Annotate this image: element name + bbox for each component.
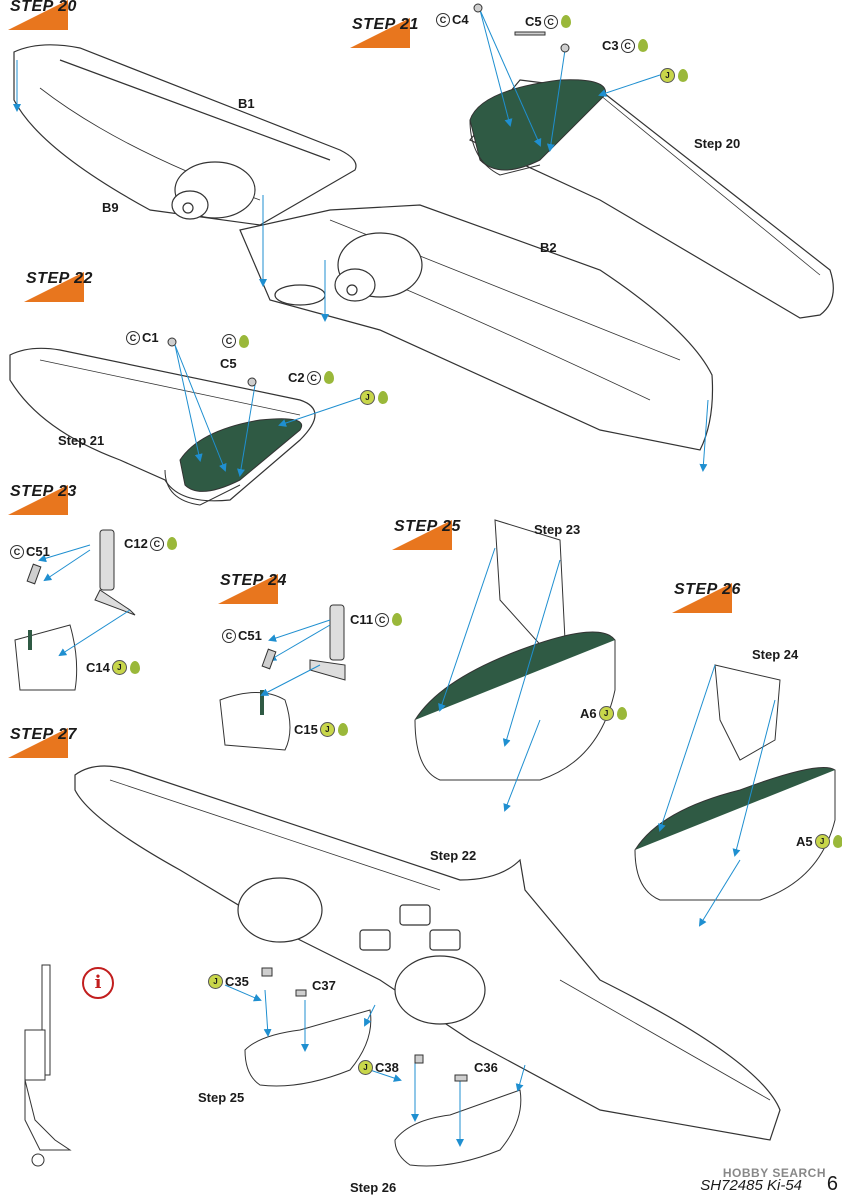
- step-ref-20: Step 20: [694, 136, 741, 151]
- paint-j-step22: J: [360, 390, 388, 405]
- footer-code: SH72485 Ki-54: [700, 1177, 802, 1194]
- paint-drop-icon: [616, 707, 627, 720]
- part-label-c37: C37: [312, 978, 336, 993]
- part-label-c14: C14 J: [86, 660, 140, 675]
- step-ref-23: Step 23: [534, 522, 581, 537]
- step-ref-22: Step 22: [430, 848, 477, 863]
- paint-code-j-icon: J: [358, 1060, 373, 1075]
- gear-pod-step25: [244, 1009, 372, 1087]
- paint-code-c-icon: C: [149, 536, 164, 551]
- paint-code-j-icon: J: [360, 390, 375, 405]
- paint-j-step21: J: [660, 68, 688, 83]
- paint-drop-icon: [678, 69, 688, 82]
- paint-drop-icon: [323, 371, 334, 384]
- paint-code-c-icon: C: [126, 330, 140, 345]
- part-label-b2: B2: [540, 240, 557, 255]
- part-label-c12: C12 C: [124, 536, 177, 551]
- paint-drop-icon: [378, 391, 388, 404]
- paint-code-c-icon: C: [620, 38, 635, 53]
- paint-code-j-icon: J: [111, 660, 127, 675]
- part-label-b1: B1: [238, 96, 255, 111]
- leader-lines: [13, 9, 776, 1147]
- paint-drop-icon: [560, 15, 571, 28]
- door-step23: [14, 624, 78, 691]
- small-parts: [26, 3, 570, 1082]
- step-ref-26: Step 26: [350, 1180, 397, 1195]
- part-label-c38: J C38: [358, 1060, 399, 1075]
- part-label-c1: C C1: [126, 330, 159, 345]
- paint-code-j-icon: J: [319, 722, 335, 737]
- paint-drop-icon: [392, 613, 403, 626]
- part-label-c35: J C35: [208, 974, 249, 989]
- page-number: 6: [826, 1173, 838, 1195]
- part-label-c51-step24: C C51: [222, 628, 262, 643]
- part-label-c4: C C4: [436, 12, 469, 27]
- nacelle-step25: [414, 519, 616, 781]
- paint-drop-icon: [166, 537, 177, 550]
- nacelle-step26: [634, 664, 836, 901]
- paint-code-c-icon: C: [10, 544, 24, 559]
- part-label-c5-step22: C5: [220, 356, 237, 371]
- paint-code-j-icon: J: [660, 68, 675, 83]
- paint-code-c-icon: C: [543, 14, 558, 29]
- strut-step24: [309, 604, 346, 681]
- part-label-c5-top: C5 C: [525, 14, 571, 29]
- paint-code-c-icon: C: [222, 628, 236, 643]
- paint-drop-icon: [337, 723, 348, 736]
- paint-c-step22: C: [222, 334, 249, 348]
- info-icon: i: [82, 967, 114, 999]
- paint-drop-icon: [832, 835, 842, 848]
- paint-code-c-icon: C: [222, 334, 236, 348]
- part-label-a5: A5 J: [796, 834, 842, 849]
- step-ref-25: Step 25: [198, 1090, 245, 1105]
- part-label-c3: C3 C: [602, 38, 648, 53]
- paint-code-j-icon: J: [208, 974, 223, 989]
- paint-code-c-icon: C: [306, 370, 321, 385]
- paint-drop-icon: [239, 334, 249, 348]
- part-label-a6: A6 J: [580, 706, 627, 721]
- paint-code-j-icon: J: [598, 706, 614, 721]
- paint-code-j-icon: J: [814, 834, 830, 849]
- wing-step27: [74, 765, 781, 1141]
- paint-code-c-icon: C: [436, 12, 450, 27]
- door-step24: [219, 690, 291, 751]
- gear-pod-step26: [394, 1089, 522, 1167]
- part-label-c15: C15 J: [294, 722, 348, 737]
- paint-code-c-icon: C: [375, 612, 390, 627]
- engine-nacelle-center: [274, 232, 423, 306]
- paint-drop-icon: [129, 661, 140, 674]
- strut-step23: [94, 529, 136, 616]
- step-ref-21: Step 21: [58, 433, 105, 448]
- step-ref-24: Step 24: [752, 647, 799, 662]
- part-label-c36: C36: [474, 1060, 498, 1075]
- info-diagram-strut: [24, 964, 72, 1167]
- part-label-c2: C2 C: [288, 370, 334, 385]
- part-label-c11: C11 C: [350, 612, 403, 627]
- engine-nacelle-top: [171, 161, 256, 220]
- watermark: HOBBY SEARCH: [722, 1166, 826, 1180]
- part-label-b9: B9: [102, 200, 119, 215]
- nacelles-step27: [237, 877, 486, 1025]
- paint-drop-icon: [637, 39, 648, 52]
- part-label-c51-step23: C C51: [10, 544, 50, 559]
